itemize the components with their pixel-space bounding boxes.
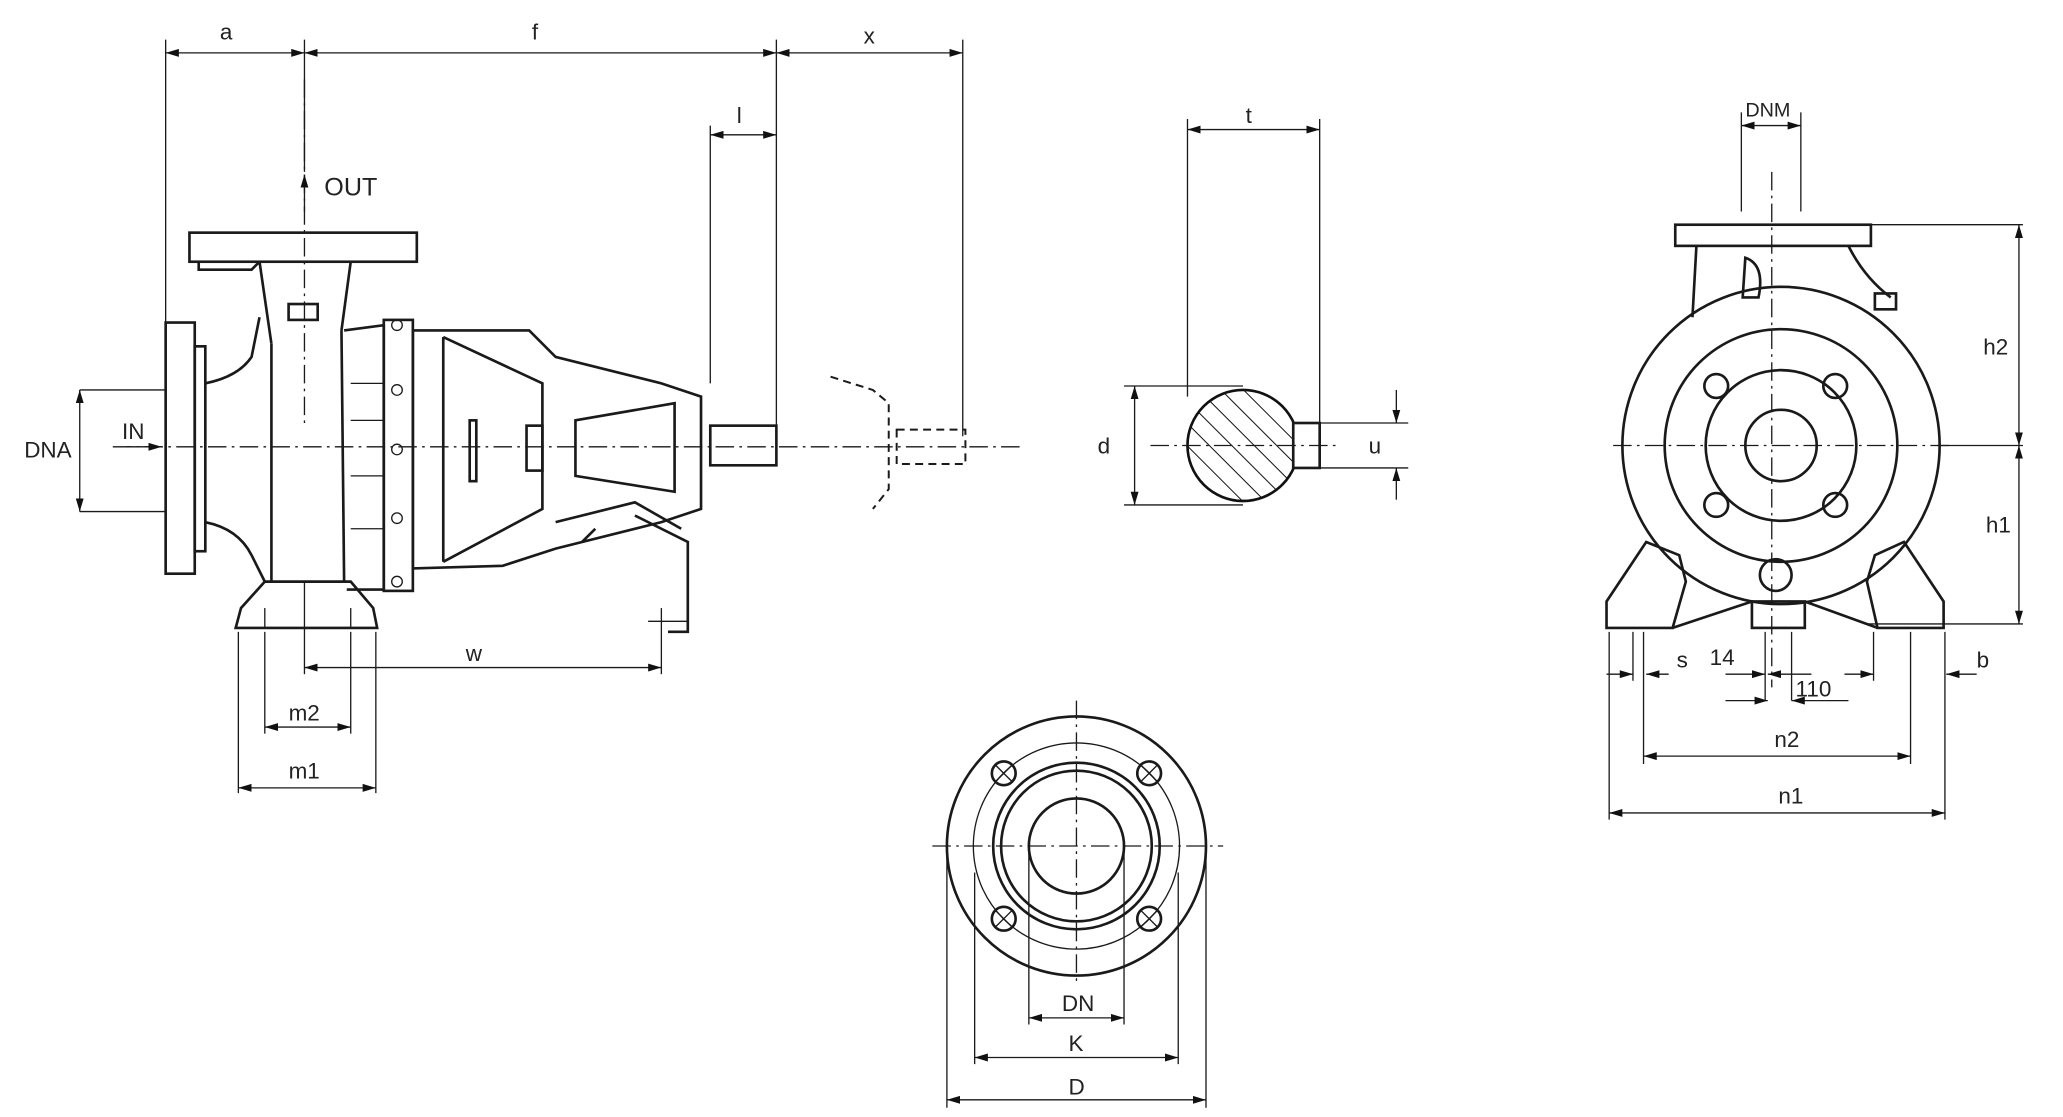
dim-label-h1: h1 [1986,513,2011,538]
bolt-holes [990,760,1163,932]
dim-label-n2: n2 [1774,727,1799,752]
outlet-label: OUT [324,174,377,202]
dim-label-t: t [1246,103,1253,128]
dim-label-n1: n1 [1778,784,1803,809]
dim-label-f: f [532,20,539,45]
dim-label-d: d [1098,433,1110,458]
dim-label-dnm: DNM [1745,99,1790,121]
dim-label-k: K [1069,1031,1084,1056]
dim-label-b: b [1977,648,1990,673]
dim-label-dna: DNA [24,437,71,462]
dim-label-d-outer: D [1069,1075,1085,1100]
dim-label-h2: h2 [1983,334,2008,359]
dim-label-m2: m2 [289,700,320,725]
dim-label-u: u [1369,433,1382,458]
dim-label-14: 14 [1710,645,1735,670]
dim-label-m1: m1 [289,759,320,784]
dim-label-dn: DN [1062,991,1094,1016]
dim-label-a: a [220,20,233,45]
dim-label-w: w [465,641,483,666]
dim-label-110: 110 [1796,677,1832,702]
shaft-section-view: t d u [1098,103,1409,506]
dim-label-l: l [737,103,742,128]
front-view: DNM h2 h1 s [1605,99,2023,820]
dim-label-s: s [1677,648,1688,673]
side-view: a f x l OUT DNA IN [24,20,1025,794]
flange-view: DN K D [932,700,1224,1108]
dim-label-x: x [864,24,875,49]
inlet-label: IN [122,419,144,444]
